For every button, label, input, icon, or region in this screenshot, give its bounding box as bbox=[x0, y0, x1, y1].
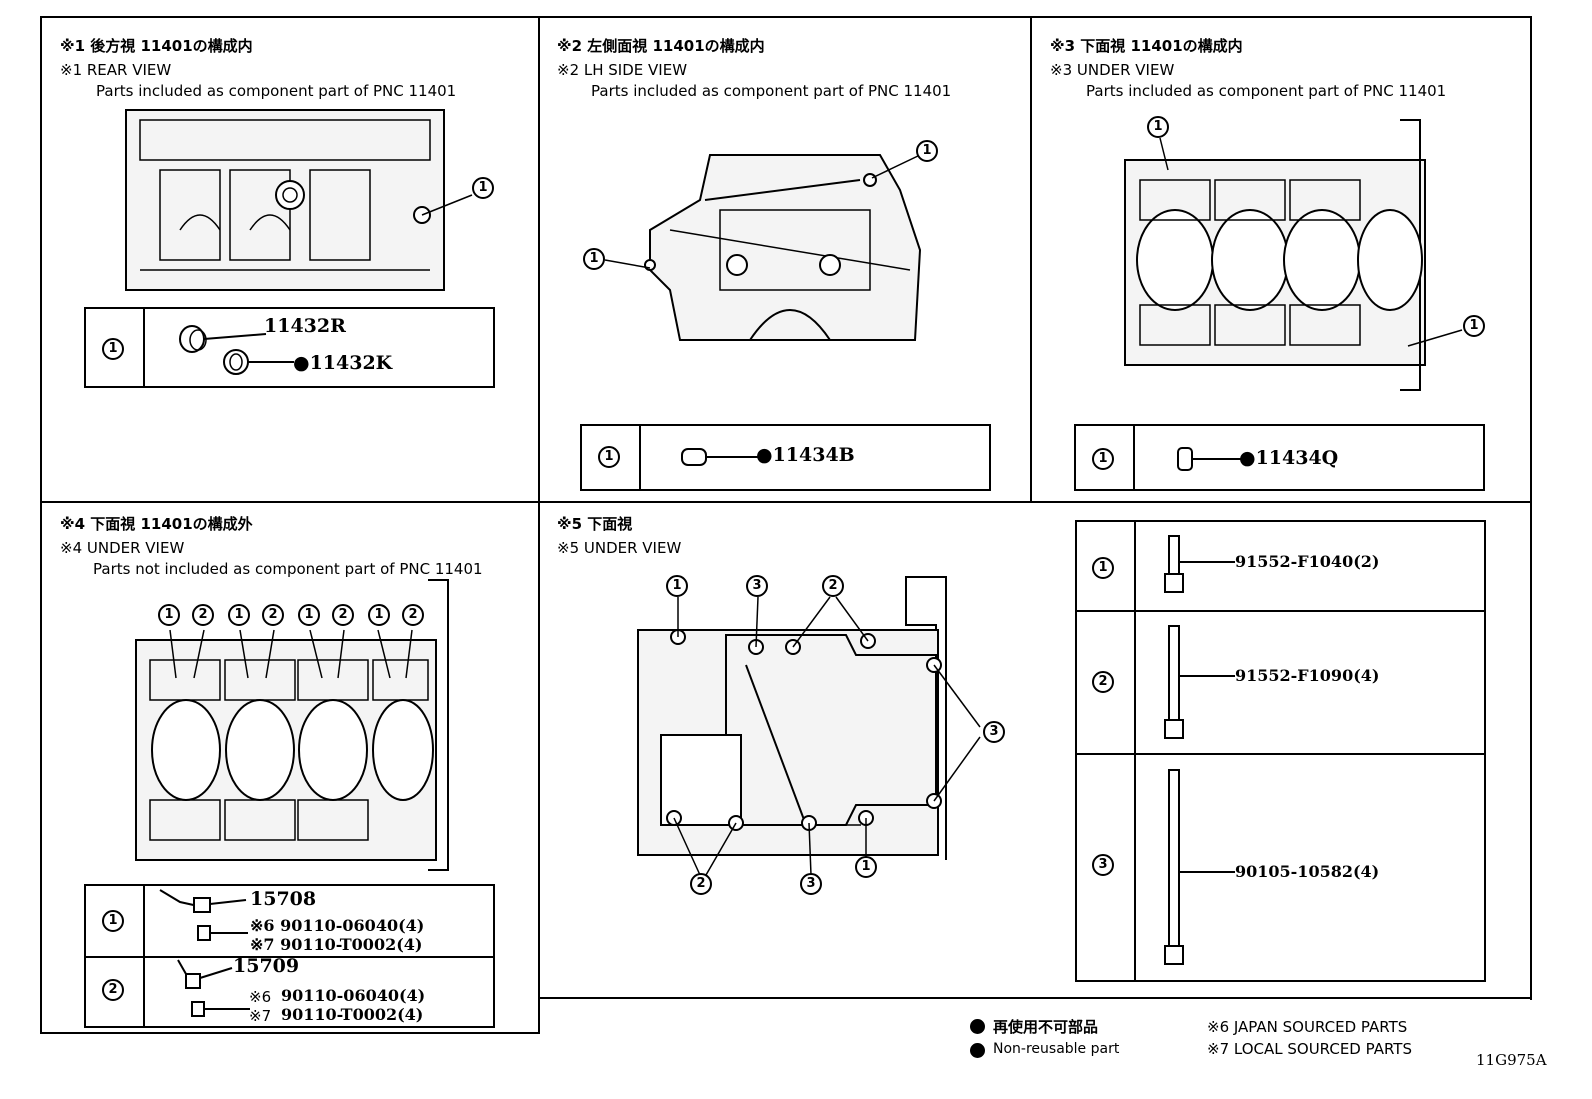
callout-2: 2 bbox=[192, 604, 214, 626]
frame-line bbox=[40, 16, 42, 1034]
callout-3: 3 bbox=[800, 873, 822, 895]
panel1-title-en: ※1 REAR VIEW bbox=[60, 61, 172, 79]
under-view-oil-pan-drawing bbox=[637, 576, 981, 876]
legend-jp: 再使用不可部品 bbox=[993, 1018, 1099, 1036]
callout-2: 2 bbox=[822, 575, 844, 597]
callout-3: 3 bbox=[983, 721, 1005, 743]
callout-1: 1 bbox=[598, 446, 620, 468]
panel3-title-jp: ※3 下面視 11401の構成内 bbox=[1050, 37, 1243, 55]
callout-2: 2 bbox=[1092, 671, 1114, 693]
panel1-title-jp: ※1 後方視 11401の構成内 bbox=[60, 37, 253, 55]
oil-jet-icon bbox=[177, 959, 250, 1017]
callout-2: 2 bbox=[262, 604, 284, 626]
panel4-subtitle: Parts not included as component part of … bbox=[93, 560, 483, 578]
callout-1: 1 bbox=[158, 604, 180, 626]
callout-1: 1 bbox=[1463, 315, 1485, 337]
plug-seal-icon bbox=[179, 325, 267, 353]
part-number: ●11432K bbox=[293, 352, 393, 374]
part-number: 15708 bbox=[250, 888, 317, 910]
callout-1: 1 bbox=[583, 248, 605, 270]
figure-id: 11G975A bbox=[1476, 1051, 1547, 1069]
dowel-pin-icon bbox=[1177, 447, 1242, 471]
callout-2: 2 bbox=[332, 604, 354, 626]
callout-1: 1 bbox=[102, 910, 124, 932]
callout-2: 2 bbox=[402, 604, 424, 626]
panel4-title-jp: ※4 下面視 11401の構成外 bbox=[60, 515, 253, 533]
callout-1: 1 bbox=[1147, 116, 1169, 138]
panel4-title-en: ※4 UNDER VIEW bbox=[60, 539, 185, 557]
part-number: 15709 bbox=[233, 955, 300, 977]
part-number: 90110-06040(4) bbox=[281, 986, 426, 1005]
frame-line bbox=[538, 997, 1530, 999]
frame-line bbox=[538, 16, 540, 1034]
callout-1: 1 bbox=[368, 604, 390, 626]
panel3-title-en: ※3 UNDER VIEW bbox=[1050, 61, 1175, 79]
callout-2: 2 bbox=[102, 979, 124, 1001]
panel4-parts-table bbox=[84, 884, 495, 1028]
callout-1: 1 bbox=[298, 604, 320, 626]
bolt-parts-table bbox=[1075, 520, 1486, 982]
panel1-parts-table bbox=[84, 307, 495, 388]
frame-line bbox=[40, 501, 1530, 503]
panel1-subtitle: Parts included as component part of PNC … bbox=[96, 82, 457, 100]
callout-1: 1 bbox=[666, 575, 688, 597]
panel2-parts-table bbox=[580, 424, 991, 491]
rear-view-engine-drawing bbox=[125, 109, 473, 291]
panel3-parts-table bbox=[1074, 424, 1485, 491]
callout-1: 1 bbox=[228, 604, 250, 626]
bolt-icon bbox=[1164, 625, 1235, 739]
oil-jet-icon bbox=[159, 889, 248, 941]
panel2-subtitle: Parts included as component part of PNC … bbox=[591, 82, 952, 100]
bolt-icon bbox=[1164, 769, 1235, 965]
part-number: 91552-F1040(2) bbox=[1235, 552, 1380, 571]
part-number: ●11434Q bbox=[1239, 447, 1339, 469]
bolt-icon bbox=[1164, 535, 1235, 593]
panel2-title-jp: ※2 左側面視 11401の構成内 bbox=[557, 37, 765, 55]
callout-1: 1 bbox=[916, 140, 938, 162]
panel2-title-en: ※2 LH SIDE VIEW bbox=[557, 61, 688, 79]
part-number: 11432R bbox=[264, 315, 346, 337]
legend-note6: ※6 JAPAN SOURCED PARTS bbox=[1207, 1018, 1408, 1036]
callout-3: 3 bbox=[1092, 854, 1114, 876]
under-view-engine-drawing bbox=[1124, 119, 1463, 391]
part-number: ※7 90110-T0002(4) bbox=[250, 935, 423, 954]
part-number: 90110-T0002(4) bbox=[281, 1005, 424, 1024]
note-mark: ※7 bbox=[249, 1007, 272, 1025]
legend-note7: ※7 LOCAL SOURCED PARTS bbox=[1207, 1040, 1412, 1058]
callout-3: 3 bbox=[746, 575, 768, 597]
part-number: ※6 90110-06040(4) bbox=[250, 916, 425, 935]
note-mark: ※6 bbox=[249, 988, 272, 1006]
legend-en: Non-reusable part bbox=[993, 1041, 1120, 1057]
callout-1: 1 bbox=[472, 177, 494, 199]
callout-1: 1 bbox=[1092, 448, 1114, 470]
bullet-dot bbox=[970, 1043, 985, 1058]
part-number: 90105-10582(4) bbox=[1235, 862, 1380, 881]
callout-1: 1 bbox=[1092, 557, 1114, 579]
bullet-dot bbox=[970, 1019, 985, 1034]
panel3-subtitle: Parts included as component part of PNC … bbox=[1086, 82, 1447, 100]
callout-1: 1 bbox=[102, 338, 124, 360]
panel5-title-jp: ※5 下面視 bbox=[557, 515, 633, 533]
o-ring-icon bbox=[223, 349, 294, 375]
callout-1: 1 bbox=[855, 856, 877, 878]
dowel-pin-icon bbox=[681, 448, 758, 466]
lh-side-view-engine-drawing bbox=[604, 154, 922, 341]
frame-line bbox=[1030, 16, 1032, 502]
panel5-title-en: ※5 UNDER VIEW bbox=[557, 539, 682, 557]
part-number: ●11434B bbox=[756, 444, 855, 466]
frame-line bbox=[40, 1032, 540, 1034]
part-number: 91552-F1090(4) bbox=[1235, 666, 1380, 685]
callout-2: 2 bbox=[690, 873, 712, 895]
under-view-engine-drawing bbox=[135, 579, 449, 871]
